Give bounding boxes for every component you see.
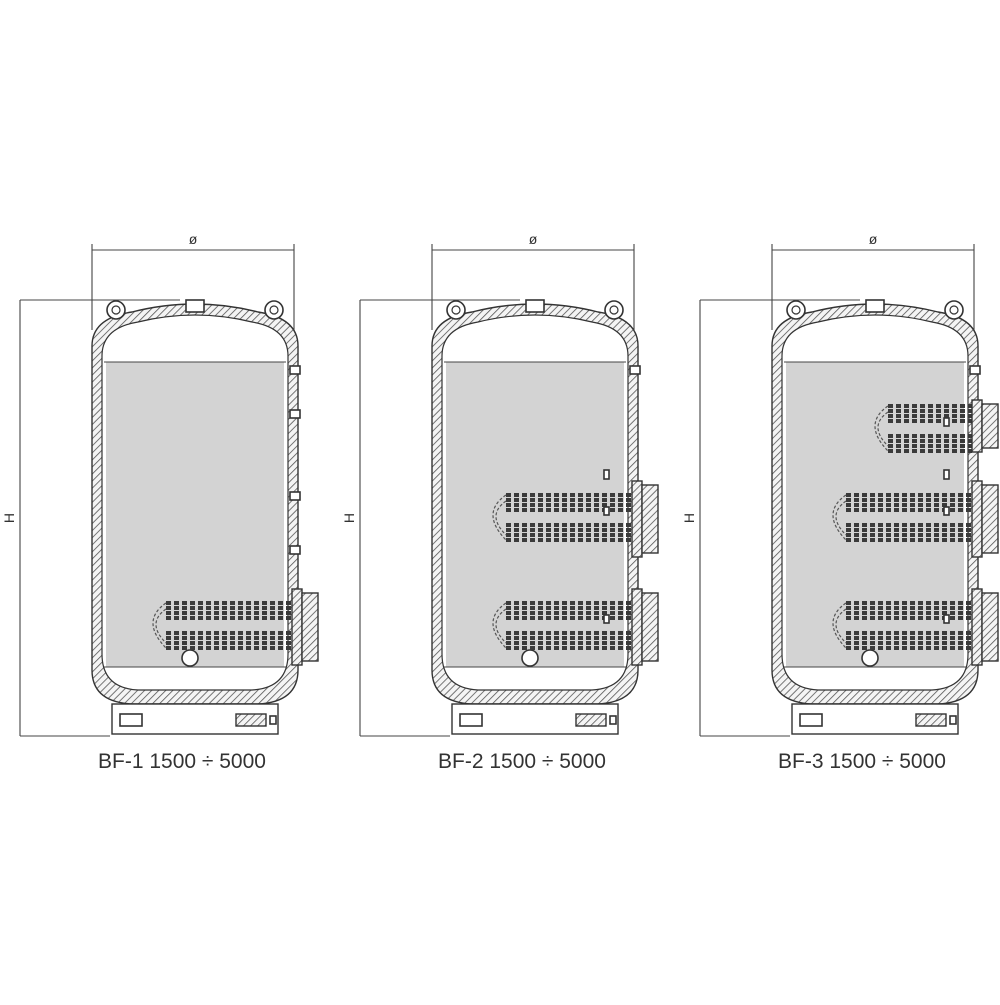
sensor-pocket (943, 417, 950, 427)
top-connection (865, 299, 885, 313)
coil-bend (495, 608, 507, 644)
coil-flange (971, 480, 983, 558)
bf-3-caption: BF-3 1500 ÷ 5000 (778, 750, 946, 773)
coil-bend (492, 494, 507, 541)
coil-bend (877, 411, 889, 447)
drain-connection (235, 713, 267, 727)
sensor-pocket (943, 469, 950, 480)
sensor-pocket (603, 469, 610, 480)
sensor-pocket (603, 614, 610, 624)
coil-flange (631, 588, 643, 666)
tank-body-fill (106, 362, 284, 667)
heating-coil (832, 588, 999, 666)
heating-coil (492, 480, 659, 558)
coil-bend (832, 494, 847, 541)
drain-nipple (609, 715, 617, 725)
coil-bend (874, 405, 889, 452)
coil-flange-cover (981, 403, 999, 449)
base-opening (119, 713, 143, 727)
height-label: H (341, 513, 357, 523)
bf-1-caption: BF-1 1500 ÷ 5000 (98, 750, 266, 773)
drain-connection (575, 713, 607, 727)
diameter-label: ø (189, 231, 198, 247)
heating-coil (492, 588, 659, 666)
lug-hole (609, 305, 619, 315)
coil-bend (492, 602, 507, 649)
bf-1-tank: øH BF-1 1500 ÷ 5000 (1, 231, 319, 773)
lug-hole (269, 305, 279, 315)
coil-bend (832, 602, 847, 649)
bottom-port (861, 649, 879, 667)
diameter-label: ø (869, 231, 878, 247)
coil-flange (291, 588, 303, 666)
drain-connection (915, 713, 947, 727)
drain-nipple (949, 715, 957, 725)
side-socket (289, 365, 301, 375)
bottom-port (181, 649, 199, 667)
coil-flange-cover (981, 592, 999, 662)
bf-2-caption: BF-2 1500 ÷ 5000 (438, 750, 606, 773)
lug-hole (451, 305, 461, 315)
top-connection (185, 299, 205, 313)
heating-coil (152, 588, 319, 666)
coil-bend (152, 602, 167, 649)
lug-hole (111, 305, 121, 315)
side-socket (969, 365, 981, 375)
lug-hole (949, 305, 959, 315)
diameter-label: ø (529, 231, 538, 247)
base-opening (799, 713, 823, 727)
coil-bend (835, 500, 847, 536)
side-socket (289, 491, 301, 501)
coil-flange (971, 588, 983, 666)
sensor-pocket (603, 506, 610, 516)
coil-flange (631, 480, 643, 558)
sensor-pocket (943, 506, 950, 516)
coil-flange-cover (641, 484, 659, 554)
tank-body-fill (446, 362, 624, 667)
bottom-port (521, 649, 539, 667)
coil-flange-cover (301, 592, 319, 662)
coil-bend (155, 608, 167, 644)
drain-nipple (269, 715, 277, 725)
bf-3-tank: øH BF-3 1500 ÷ 5000 (681, 231, 999, 773)
bf-2-tank: øH BF-2 1500 ÷ 5000 (341, 231, 659, 773)
side-socket (289, 545, 301, 555)
heating-coil (874, 399, 999, 453)
coil-flange-cover (981, 484, 999, 554)
coil-flange-cover (641, 592, 659, 662)
side-socket (629, 365, 641, 375)
sensor-pocket (943, 614, 950, 624)
base-opening (459, 713, 483, 727)
coil-bend (495, 500, 507, 536)
side-socket (289, 409, 301, 419)
height-label: H (681, 513, 697, 523)
lug-hole (791, 305, 801, 315)
heating-coil (832, 480, 999, 558)
coil-flange (971, 399, 983, 453)
height-label: H (1, 513, 17, 523)
coil-bend (835, 608, 847, 644)
top-connection (525, 299, 545, 313)
